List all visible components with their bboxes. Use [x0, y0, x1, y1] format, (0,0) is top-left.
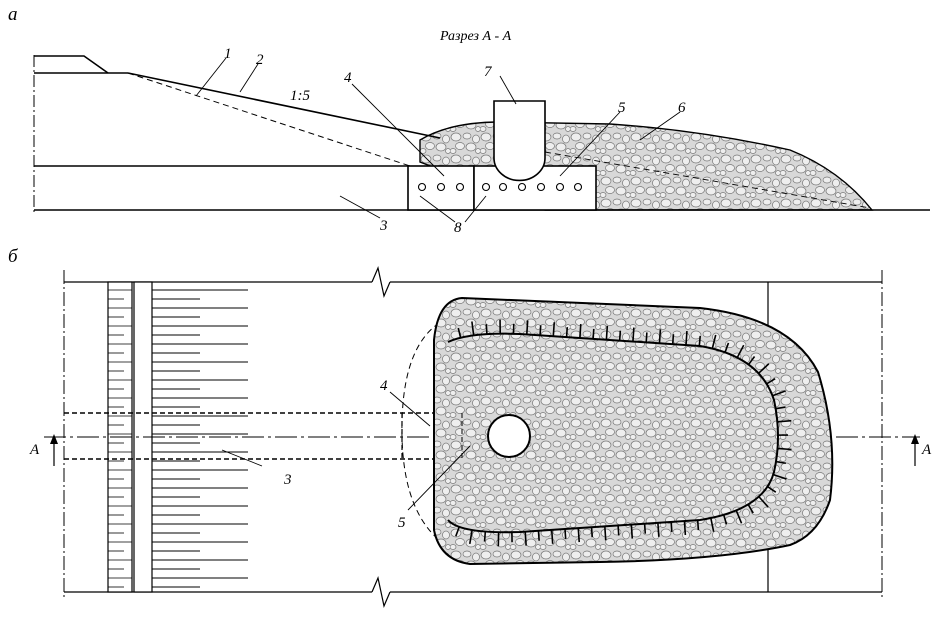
label-5-section: 5 — [618, 100, 626, 116]
label-4-plan: 4 — [380, 378, 388, 394]
break-mark-top — [372, 268, 390, 296]
toe-tick — [580, 324, 581, 338]
original-slope-dashed — [128, 73, 410, 166]
slope-ratio-label: 1:5 — [290, 88, 310, 104]
toe-tick — [673, 334, 674, 344]
toe-tick — [686, 331, 687, 345]
slope-hatching — [152, 290, 248, 587]
toe-tick — [698, 520, 699, 530]
toe-tick — [525, 532, 526, 546]
well-plan-circle — [488, 415, 530, 457]
toe-tick — [592, 527, 593, 537]
plan-view: б — [8, 246, 932, 606]
section-marker-left: А — [29, 442, 40, 458]
toe-tick — [620, 331, 621, 341]
toe-tick — [646, 332, 647, 342]
label-3-plan: 3 — [283, 472, 292, 488]
section-view: а Разрез А - А — [8, 4, 930, 236]
toe-tick — [633, 328, 634, 342]
label-4-section: 4 — [344, 70, 352, 86]
toe-tick — [540, 325, 541, 335]
toe-tick — [699, 336, 700, 346]
toe-tick — [631, 525, 632, 539]
toe-tick — [527, 320, 528, 334]
toe-tick — [684, 521, 685, 535]
toe-tick — [606, 326, 607, 340]
toe-tick — [658, 523, 659, 537]
toe-tick — [486, 324, 487, 334]
label-2: 2 — [256, 52, 264, 68]
toe-tick — [671, 522, 672, 532]
panel-a-label: а — [8, 4, 18, 25]
toe-tick — [778, 448, 792, 449]
toe-tick — [485, 532, 486, 542]
label-3-section: 3 — [379, 218, 388, 234]
toe-tick — [538, 531, 539, 541]
toe-tick — [565, 529, 566, 539]
embankment-crest — [34, 56, 108, 73]
section-arrow-left: А — [29, 434, 58, 466]
label-8: 8 — [454, 220, 462, 236]
leader-lines-plan — [222, 392, 470, 510]
section-marker-right: А — [921, 442, 932, 458]
well-riser — [494, 101, 545, 180]
panel-b-label: б — [8, 246, 19, 267]
toe-tick — [645, 524, 646, 534]
label-6: 6 — [678, 100, 686, 116]
break-mark-bottom — [372, 578, 390, 606]
slope-line — [128, 73, 440, 138]
toe-tick — [552, 530, 553, 544]
toe-tick — [593, 329, 594, 339]
toe-tick — [578, 528, 579, 542]
toe-tick — [618, 525, 619, 535]
toe-tick — [659, 329, 660, 343]
label-5-plan: 5 — [398, 515, 406, 531]
toe-tick — [567, 327, 568, 337]
section-arrow-right: А — [911, 434, 932, 466]
label-7: 7 — [484, 64, 493, 80]
toe-tick — [553, 322, 554, 336]
toe-tick — [605, 526, 606, 540]
label-1: 1 — [224, 46, 232, 62]
section-title: Разрез А - А — [439, 29, 512, 44]
